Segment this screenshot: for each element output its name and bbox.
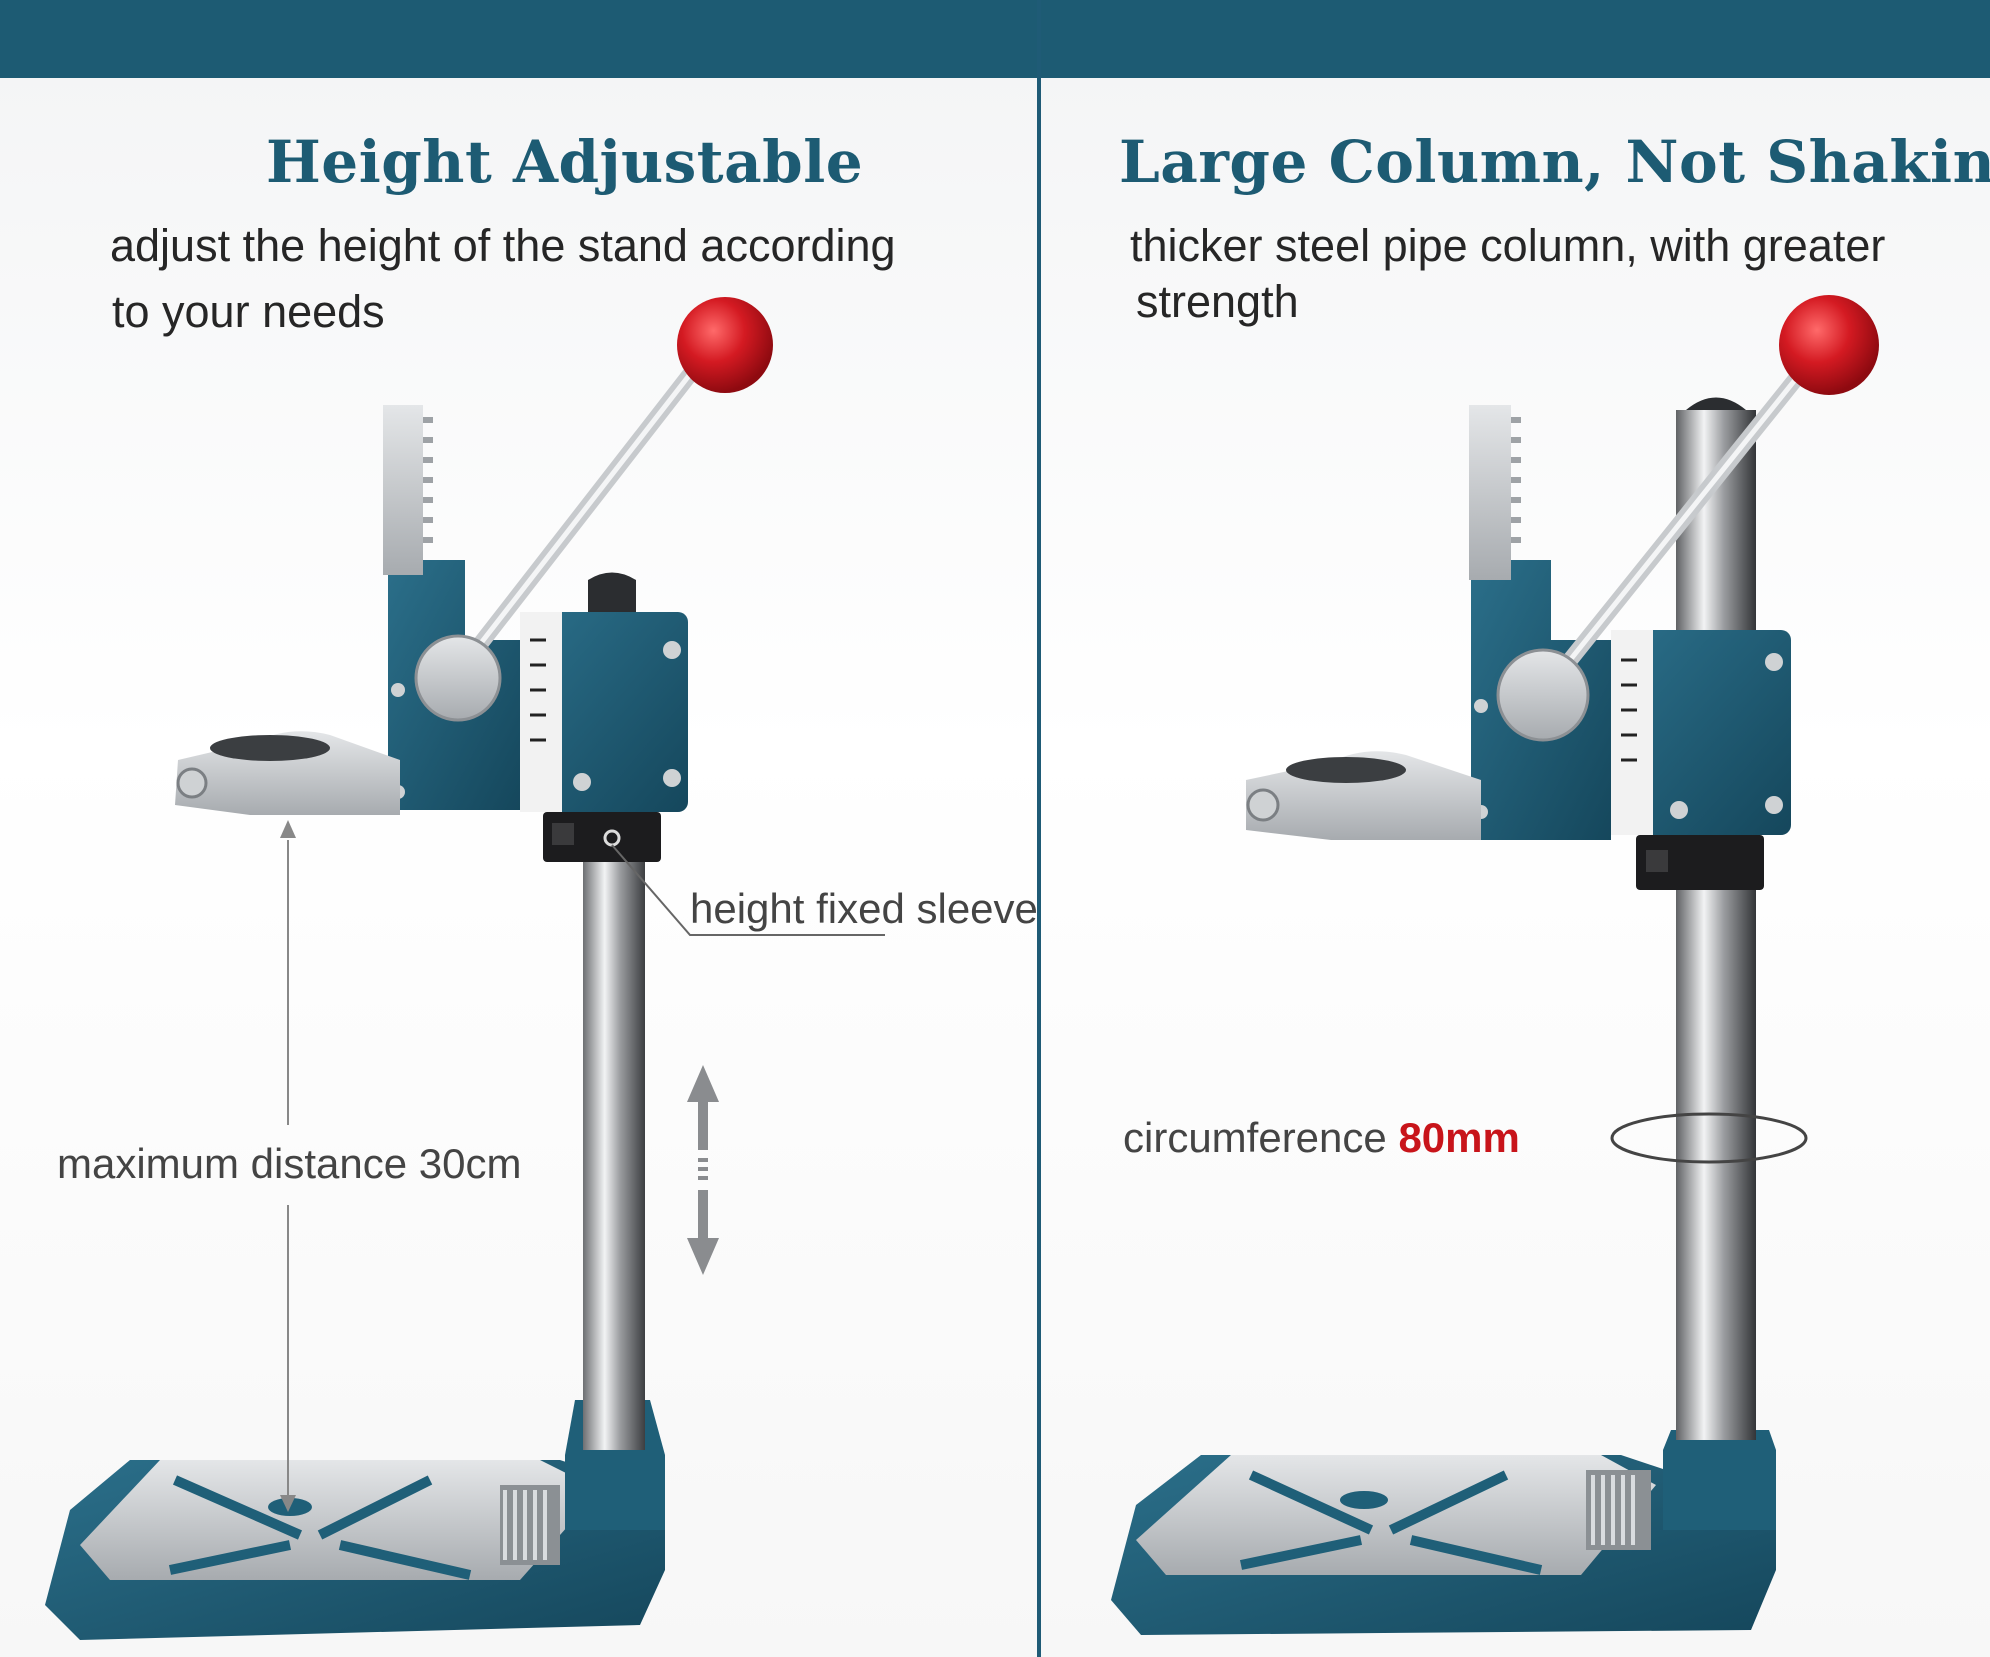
distance-callout: maximum distance 30cm (57, 1140, 522, 1187)
base-plate (1111, 1430, 1776, 1635)
lever-handle (1496, 295, 1879, 742)
description-line-2: to your needs (112, 286, 385, 337)
height-fixed-sleeve (1636, 835, 1764, 890)
header-band (1041, 0, 1990, 78)
panel-title: Large Column, Not Shaking (1119, 128, 1990, 196)
circumference-ring-indicator (1610, 1112, 1808, 1164)
panel-title: Height Adjustable (266, 128, 864, 196)
description-line-2: strength (1136, 276, 1299, 327)
header-band (0, 0, 1037, 78)
circumference-value: 80mm (1398, 1114, 1520, 1161)
red-knob (1779, 295, 1879, 395)
rack-bar (1469, 405, 1521, 580)
circumference-label: circumference (1123, 1114, 1387, 1161)
description-line-1: thicker steel pipe column, with greater (1130, 220, 1886, 271)
drill-stand-illustration (45, 297, 885, 1640)
description-line-1: adjust the height of the stand according (110, 220, 896, 271)
drill-clamp-ring (1246, 751, 1481, 840)
lever-handle (414, 297, 773, 722)
red-knob (677, 297, 773, 393)
right-feature-panel: Large Column, Not Shaking thicker steel … (1041, 0, 1990, 1657)
steel-column (583, 840, 645, 1450)
panel-divider (1037, 0, 1041, 1657)
rack-bar (383, 405, 433, 575)
circumference-callout: circumference 80mm (1123, 1114, 1520, 1162)
sleeve-callout: height fixed sleeve (690, 885, 1037, 932)
up-down-arrow-icon (687, 1065, 719, 1275)
distance-measure-line (280, 820, 296, 1512)
sleeve-leader-line (611, 844, 885, 936)
steel-column (1676, 410, 1756, 1440)
base-plate (45, 1400, 665, 1640)
drill-clamp-ring (175, 731, 400, 815)
left-feature-panel: Height Adjustable adjust the height of t… (0, 0, 1037, 1657)
height-fixed-sleeve (543, 812, 661, 862)
drill-stand-illustration (1111, 295, 1879, 1635)
